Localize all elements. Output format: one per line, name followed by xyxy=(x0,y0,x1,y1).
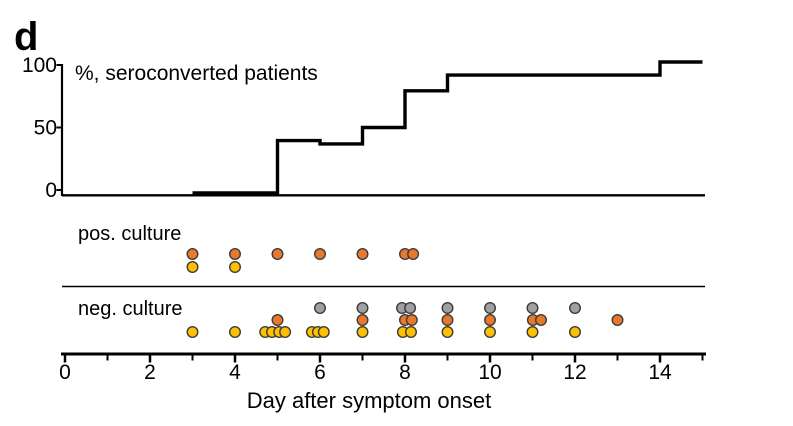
neg-culture-dot-yellow xyxy=(228,326,241,339)
neg-culture-dot-yellow xyxy=(441,326,454,339)
culture-dot-plot: pos. culture neg. culture xyxy=(62,223,705,339)
x-tick-label: 10 xyxy=(478,361,501,384)
neg-culture-dot-yellow xyxy=(484,326,497,339)
neg-culture-dot-yellow xyxy=(317,326,330,339)
x-tick-label: 12 xyxy=(563,361,586,384)
pos-culture-dot-orange xyxy=(407,247,420,260)
y-tick-label: 0 xyxy=(45,179,57,202)
seroconversion-chart-title: %, seroconverted patients xyxy=(75,62,318,85)
neg-culture-dot-orange xyxy=(356,314,369,327)
x-axis-ticks: 0 2 4 6 8 10 12 14 xyxy=(59,354,704,384)
neg-culture-dot-gray xyxy=(484,302,497,315)
seroconversion-chart: %, seroconverted patients 100 50 0 xyxy=(22,54,705,202)
neg-culture-label: neg. culture xyxy=(78,298,183,320)
neg-culture-dot-orange xyxy=(441,314,454,327)
y-tick-label: 100 xyxy=(22,54,57,77)
neg-culture-dot-gray xyxy=(314,302,327,315)
seroconversion-step-line xyxy=(192,60,703,195)
pos-culture-dot-yellow xyxy=(186,261,199,274)
y-tick-label: 50 xyxy=(34,117,57,140)
x-axis-title: Day after symptom onset xyxy=(247,388,492,413)
neg-culture-dot-gray xyxy=(404,302,417,315)
neg-culture-dot-yellow xyxy=(186,326,199,339)
neg-culture-dot-yellow xyxy=(356,326,369,339)
neg-culture-dot-orange xyxy=(484,314,497,327)
x-tick-label: 8 xyxy=(399,361,411,384)
neg-culture-dot-yellow xyxy=(405,326,418,339)
x-tick-label: 2 xyxy=(144,361,156,384)
pos-culture-dot-yellow xyxy=(228,261,241,274)
neg-culture-dot-gray xyxy=(569,302,582,315)
pos-culture-dot-orange xyxy=(271,247,284,260)
neg-culture-dot-orange xyxy=(271,314,284,327)
neg-culture-dot-gray xyxy=(356,302,369,315)
x-tick-label: 4 xyxy=(229,361,241,384)
culture-dots xyxy=(186,247,624,339)
pos-culture-dot-orange xyxy=(356,247,369,260)
pos-culture-dot-orange xyxy=(186,247,199,260)
panel-label: d xyxy=(14,15,38,59)
neg-culture-dot-orange xyxy=(405,314,418,327)
x-tick-label: 0 xyxy=(59,361,71,384)
x-tick-label: 14 xyxy=(648,361,672,384)
pos-culture-label: pos. culture xyxy=(78,223,181,245)
pos-culture-dot-orange xyxy=(314,247,327,260)
pos-culture-dot-orange xyxy=(228,247,241,260)
x-axis: 0 2 4 6 8 10 12 14 Day after symptom onset xyxy=(59,352,706,413)
neg-culture-dot-gray xyxy=(526,302,539,315)
neg-culture-dot-yellow xyxy=(279,326,292,339)
neg-culture-dot-orange xyxy=(611,314,624,327)
neg-culture-dot-yellow xyxy=(526,326,539,339)
y-axis: 100 50 0 xyxy=(22,54,64,202)
neg-culture-dot-yellow xyxy=(569,326,582,339)
x-tick-label: 6 xyxy=(314,361,326,384)
neg-culture-dot-orange xyxy=(535,314,548,327)
neg-culture-dot-gray xyxy=(441,302,454,315)
